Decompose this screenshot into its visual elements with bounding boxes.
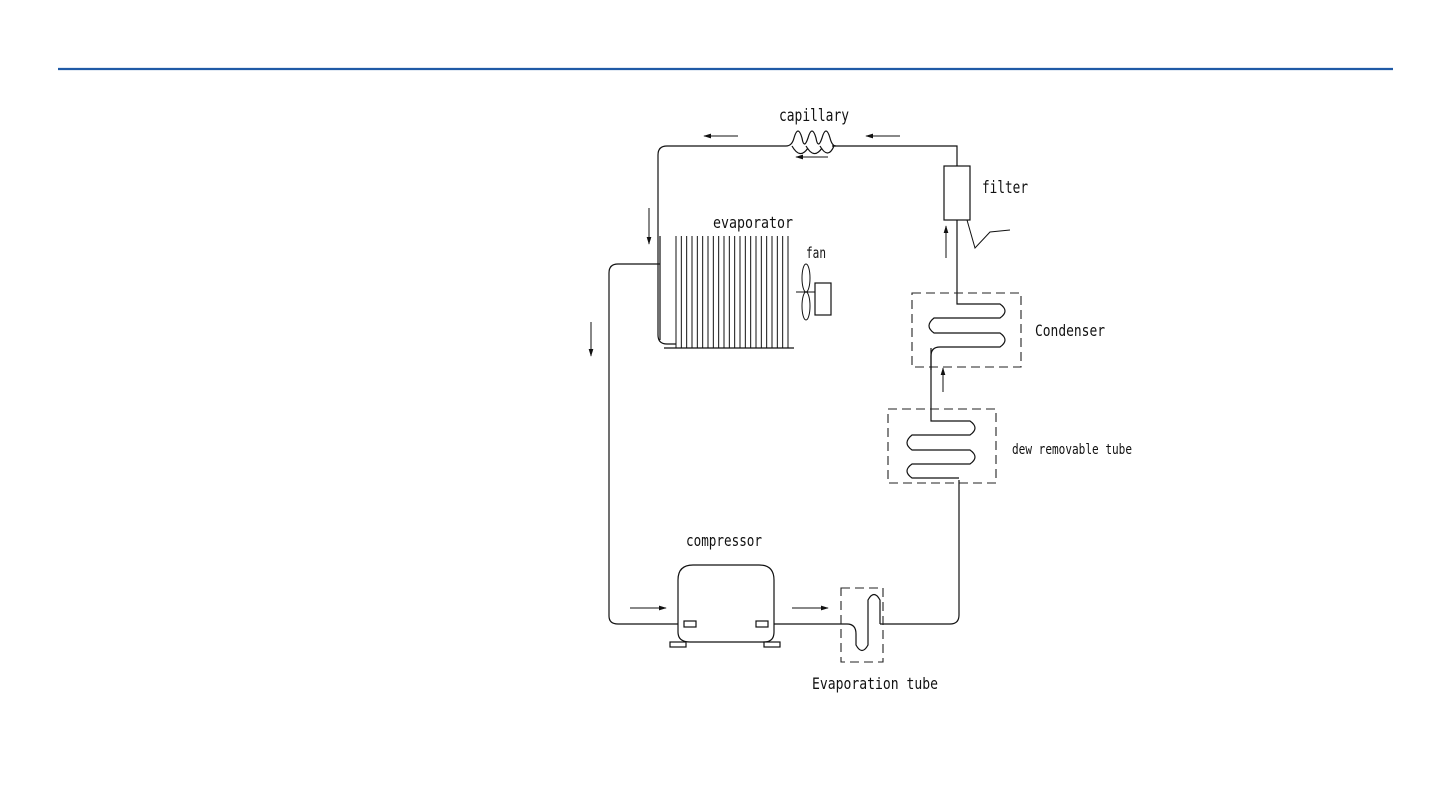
filter-label: filter xyxy=(982,178,1028,198)
capillary-label: capillary xyxy=(779,106,849,126)
fan-label: fan xyxy=(806,244,826,262)
condenser-coil xyxy=(929,298,1005,370)
compressor-label: compressor xyxy=(686,531,762,550)
compressor-body xyxy=(670,565,780,647)
fan-icon xyxy=(796,264,831,320)
flow-arrows xyxy=(591,136,946,608)
capillary-coil xyxy=(786,131,836,154)
evaporator-label: evaporator xyxy=(713,213,793,232)
evaporation-tube-label: Evaporation tube xyxy=(812,674,938,693)
dew-removable-tube-label: dew removable tube xyxy=(1012,442,1132,458)
filter-body xyxy=(944,166,970,220)
condenser-label: Condenser xyxy=(1035,321,1105,340)
evaporation-tube-coil xyxy=(847,595,880,651)
dew-tube-box xyxy=(888,409,996,483)
evaporator-coil xyxy=(664,236,794,348)
dew-tube-coil xyxy=(907,410,975,478)
